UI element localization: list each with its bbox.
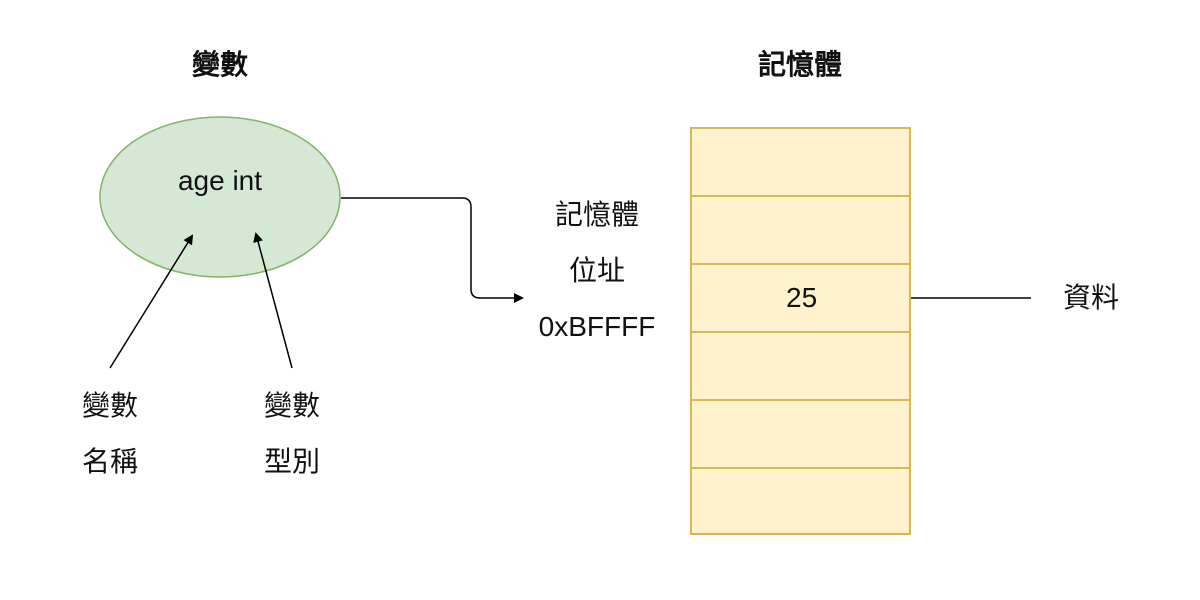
variable-name-label: 變數 名稱 xyxy=(60,378,160,490)
variable-name-arrow xyxy=(109,234,194,369)
variable-name-line1: 變數 xyxy=(81,389,138,422)
address-line2: 位址 xyxy=(568,254,625,287)
variable-heading: 變數 xyxy=(191,48,248,81)
variable-type-line1: 變數 xyxy=(263,389,320,422)
memory-cell xyxy=(692,129,909,197)
variable-type-arrow xyxy=(253,232,293,369)
address-value: 0xBFFFF xyxy=(538,311,656,342)
memory-cell: 25 xyxy=(692,265,909,333)
memory-heading: 記憶體 xyxy=(757,48,842,81)
address-connector-arrow xyxy=(341,197,524,303)
memory-address-label: 記憶體 位址 0xBFFFF xyxy=(522,187,672,355)
data-label: 資料 xyxy=(1062,281,1119,314)
memory-cell-value: 25 xyxy=(786,282,818,313)
variable-type-label: 變數 型別 xyxy=(242,378,342,490)
memory-cell xyxy=(692,401,909,469)
memory-cell xyxy=(692,469,909,537)
address-line1: 記憶體 xyxy=(554,198,639,231)
memory-block: 25 xyxy=(690,127,911,535)
variable-content: age int xyxy=(177,165,263,196)
memory-cell xyxy=(692,333,909,401)
variable-name-line2: 名稱 xyxy=(81,445,138,478)
memory-cell xyxy=(692,197,909,265)
variable-type-line2: 型別 xyxy=(263,445,320,478)
variable-ellipse xyxy=(99,116,341,278)
